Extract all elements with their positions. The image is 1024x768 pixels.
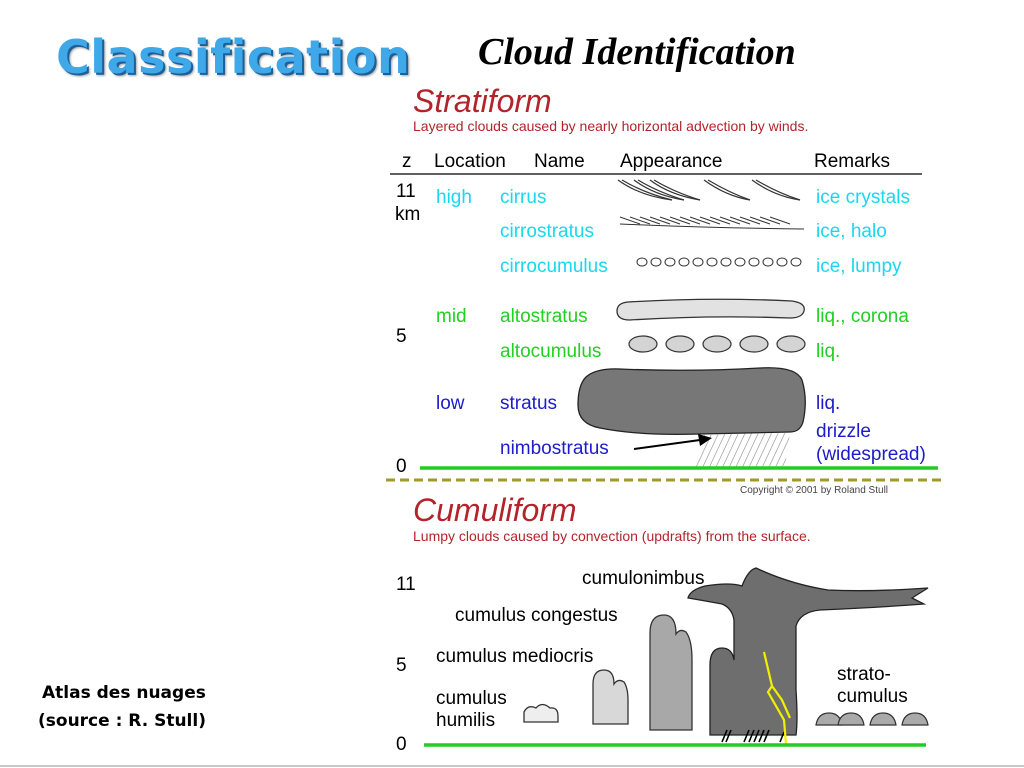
altostratus-drawing bbox=[616, 298, 805, 321]
remark-nimbostratus-2: (widespread) bbox=[816, 444, 926, 465]
remark-cirrocumulus: ice, lumpy bbox=[816, 256, 902, 277]
label-cumulus-humilis-1: cumulus bbox=[436, 688, 507, 709]
name-cirrostratus: cirrostratus bbox=[500, 221, 594, 242]
label-cumulus-mediocris: cumulus mediocris bbox=[436, 646, 593, 667]
stratiform-subtitle: Layered clouds caused by nearly horizont… bbox=[413, 118, 808, 134]
cirrostratus-drawing bbox=[619, 216, 805, 230]
lightning-icon bbox=[762, 651, 792, 745]
cirrocumulus-drawing bbox=[636, 257, 802, 267]
remark-cirrostratus: ice, halo bbox=[816, 221, 887, 242]
altocumulus-drawing bbox=[628, 335, 806, 353]
cumuliform-z-11: 11 bbox=[396, 574, 416, 595]
remark-altostratus: liq., corona bbox=[816, 306, 909, 327]
z-label-0: 0 bbox=[396, 456, 407, 477]
header-location: Location bbox=[434, 151, 506, 172]
header-name: Name bbox=[534, 151, 585, 172]
level-high: high bbox=[436, 187, 472, 208]
cumulus-humilis-drawing bbox=[523, 703, 559, 723]
atlas-caption: Atlas des nuages bbox=[42, 683, 206, 703]
stratiform-heading: Stratiform bbox=[413, 83, 552, 119]
z-label-5: 5 bbox=[396, 326, 407, 347]
header-z: z bbox=[402, 151, 412, 172]
cumuliform-z-5: 5 bbox=[396, 655, 407, 676]
table-header: z Location Name Appearance Remarks bbox=[402, 151, 890, 172]
label-stratocumulus-1: strato- bbox=[837, 664, 891, 685]
level-mid: mid bbox=[436, 306, 467, 327]
nimbostratus-rain bbox=[694, 433, 790, 467]
z-unit-km: km bbox=[395, 204, 420, 225]
remark-altocumulus: liq. bbox=[816, 341, 840, 362]
remark-nimbostratus-1: drizzle bbox=[816, 421, 871, 442]
cumulus-congestus-drawing bbox=[649, 614, 693, 731]
z-label-11: 11 bbox=[396, 181, 416, 202]
remark-cirrus: ice crystals bbox=[816, 187, 910, 208]
remark-stratus: liq. bbox=[816, 393, 840, 414]
header-remarks: Remarks bbox=[814, 151, 890, 172]
stratocumulus-drawing bbox=[815, 712, 929, 726]
name-altocumulus: altocumulus bbox=[500, 341, 601, 362]
stratus-cloud-drawing bbox=[577, 367, 806, 436]
label-cumulus-congestus: cumulus congestus bbox=[455, 605, 618, 626]
cumulonimbus-drawing bbox=[687, 567, 929, 736]
cirrus-drawing bbox=[617, 179, 801, 201]
label-cumulonimbus: cumulonimbus bbox=[582, 568, 705, 589]
cumuliform-z-0: 0 bbox=[396, 734, 407, 755]
label-stratocumulus-2: cumulus bbox=[837, 686, 908, 707]
name-cirrocumulus: cirrocumulus bbox=[500, 256, 608, 277]
copyright-text: Copyright © 2001 by Roland Stull bbox=[740, 485, 888, 496]
name-altostratus: altostratus bbox=[500, 306, 588, 327]
name-nimbostratus: nimbostratus bbox=[500, 438, 609, 459]
name-stratus: stratus bbox=[500, 393, 557, 414]
cumuliform-subtitle: Lumpy clouds caused by convection (updra… bbox=[413, 528, 811, 544]
header-appearance: Appearance bbox=[620, 151, 722, 172]
slide-title: Classification bbox=[56, 30, 411, 84]
cumuliform-heading: Cumuliform bbox=[413, 492, 577, 528]
level-low: low bbox=[436, 393, 465, 414]
cumulonimbus-rain bbox=[721, 729, 785, 743]
source-caption: (source : R. Stull) bbox=[38, 711, 206, 731]
name-cirrus: cirrus bbox=[500, 187, 546, 208]
label-cumulus-humilis-2: humilis bbox=[436, 710, 495, 731]
diagram-title: Cloud Identification bbox=[478, 31, 796, 73]
slide-footer-rule bbox=[0, 765, 1024, 767]
nimbostratus-arrow bbox=[633, 434, 712, 450]
cumulus-mediocris-drawing bbox=[592, 669, 629, 725]
